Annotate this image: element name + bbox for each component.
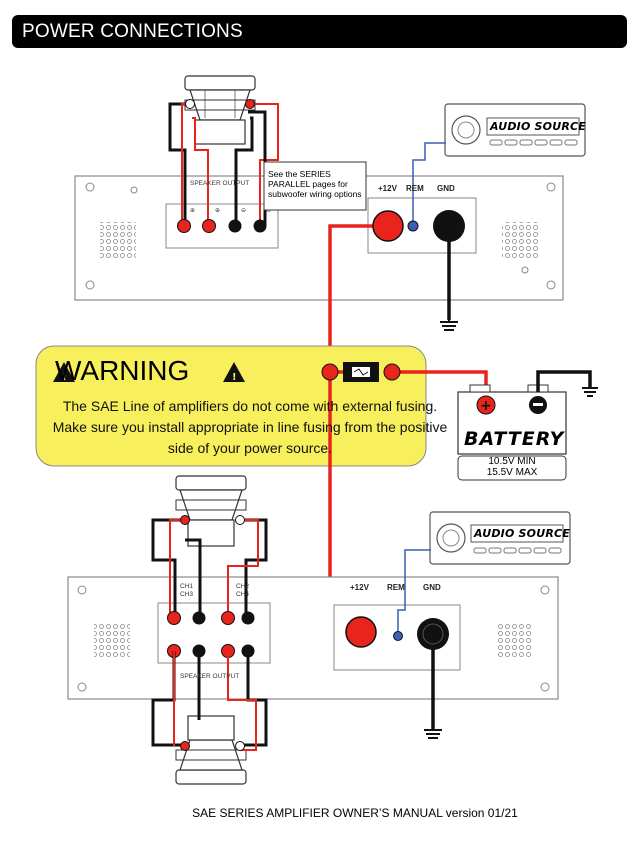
battery-max: 15.5V MAX: [486, 467, 538, 478]
svg-text:⊕: ⊕: [190, 207, 195, 214]
svg-text:⊕: ⊕: [215, 207, 220, 214]
terminal-rem: [393, 631, 403, 641]
top-speaker-terminals: ⊕ ⊕ ⊖ ⊖: [177, 99, 271, 233]
bottom-lower-speaker-wires: [151, 651, 268, 751]
label-gnd: GND: [423, 583, 441, 592]
note-text: See the SERIES PARALLEL pages for subwoo…: [268, 169, 362, 199]
page-title: POWER CONNECTIONS: [12, 15, 627, 48]
vent-grill: [496, 623, 532, 659]
ch1-label: CH1: [180, 583, 194, 590]
terminal-gnd: [433, 210, 465, 242]
top-audio-source: [444, 103, 586, 157]
terminal-positive: [177, 219, 191, 233]
label-12v: +12V: [378, 184, 397, 193]
label-rem: REM: [387, 583, 405, 592]
svg-text:!: !: [232, 372, 237, 383]
speaker-output-label: SPEAKER OUTPUT: [180, 673, 240, 680]
remote-wire: [412, 142, 446, 226]
label-12v: +12V: [350, 583, 369, 592]
label-gnd: GND: [437, 184, 455, 193]
battery-voltage: 10.5V MIN 15.5V MAX: [458, 456, 566, 478]
bottom-terminals-upper: [167, 611, 255, 658]
top-power-terminals: [328, 210, 465, 370]
ch3-label: CH3: [180, 591, 194, 598]
audio-source-label: AUDIO SOURCE: [490, 120, 587, 133]
ch2-label: CH2: [236, 583, 250, 590]
bottom-upper-speaker-wires: [151, 515, 268, 618]
bottom-audio-source: [429, 511, 571, 565]
ch4-label: CH4: [236, 591, 250, 598]
top-subwoofer: [184, 75, 256, 145]
speaker-output-label: SPEAKER OUTPUT: [190, 180, 250, 187]
terminal-gnd: [417, 618, 449, 650]
warning-title: WARNING: [55, 355, 190, 386]
warning-text: The SAE Line of amplifiers do not come w…: [52, 398, 448, 456]
svg-text:+: +: [480, 398, 492, 414]
terminal-negative: [253, 219, 267, 233]
bottom-subwoofer-upper: [175, 475, 247, 547]
battery-min: 10.5V MIN: [488, 456, 536, 467]
top-speaker-wires: [168, 102, 279, 226]
vent-grill: [94, 623, 130, 659]
bottom-amplifier: [67, 576, 559, 700]
battery-positive-icon: [476, 395, 496, 415]
warning-icon: [223, 362, 245, 382]
svg-text:⊖: ⊖: [241, 207, 246, 214]
terminal-rem: [407, 220, 419, 232]
svg-text:!: !: [62, 372, 67, 383]
bottom-power-terminals: [345, 616, 449, 739]
terminal-positive: [202, 219, 216, 233]
vent-grill: [100, 222, 136, 258]
vent-grill: [502, 222, 538, 258]
terminal-negative: [228, 219, 242, 233]
terminal-12v: [345, 616, 377, 648]
remote-wire: [397, 549, 431, 636]
audio-source-label: AUDIO SOURCE: [474, 527, 571, 540]
battery: +: [457, 370, 598, 481]
battery-label: BATTERY: [464, 428, 565, 450]
warning-icon: [53, 362, 75, 382]
footer-text: SAE SERIES AMPLIFIER OWNER’S MANUAL vers…: [192, 806, 518, 820]
note-box: [263, 161, 367, 211]
label-rem: REM: [406, 184, 424, 193]
terminal-12v: [372, 210, 404, 242]
